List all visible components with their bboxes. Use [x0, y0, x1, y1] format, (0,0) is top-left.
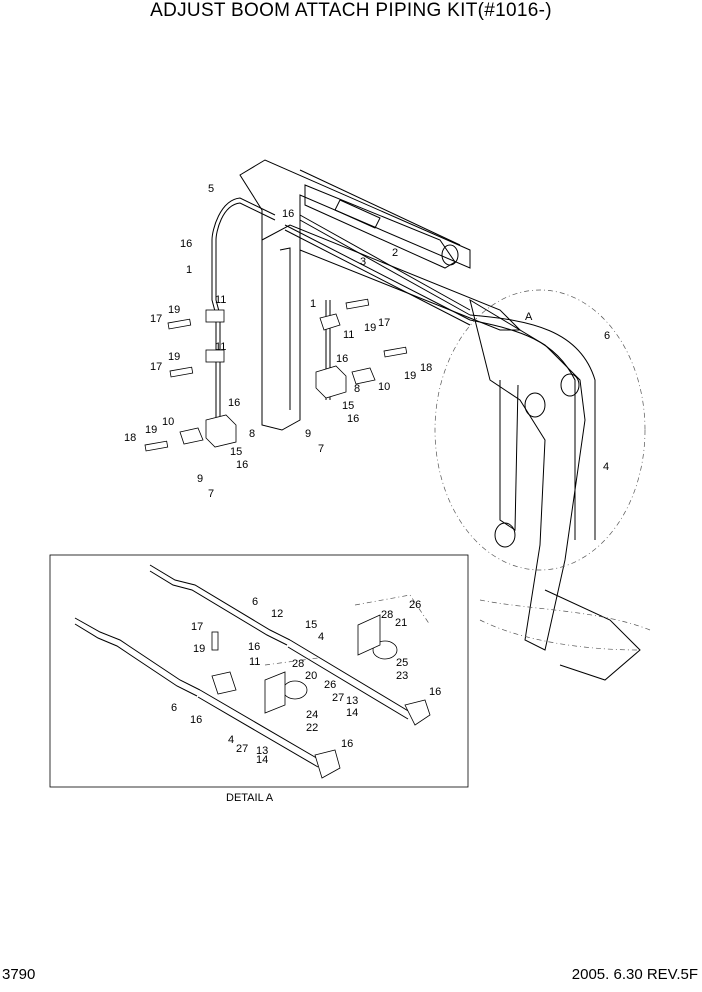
detail-a-drawing	[74, 564, 431, 779]
main-callout: 17	[150, 361, 162, 373]
main-callout: 9	[197, 473, 203, 485]
detail-callout: 27	[332, 692, 344, 704]
callouts-main: 5161611719111719111681910181516972311711…	[124, 183, 610, 500]
detail-callout: 22	[306, 722, 318, 734]
revision-date: 2005. 6.30 REV.5F	[571, 966, 698, 983]
main-callout: 8	[354, 383, 360, 395]
main-callout: 6	[604, 330, 610, 342]
detail-callout: 25	[396, 657, 408, 669]
view-a-label: A	[525, 311, 533, 323]
detail-callout: 28	[381, 609, 393, 621]
main-callout: 9	[305, 428, 311, 440]
main-callout: 15	[230, 446, 242, 458]
main-callout: 16	[180, 238, 192, 250]
detail-callout: 23	[396, 670, 408, 682]
detail-callout: 16	[190, 714, 202, 726]
main-callout: 15	[342, 400, 354, 412]
detail-callout: 13	[256, 745, 268, 757]
main-callout: 16	[347, 413, 359, 425]
main-callout: 8	[249, 428, 255, 440]
detail-callout: 17	[191, 621, 203, 633]
main-callout: 10	[162, 416, 174, 428]
main-callout: 19	[168, 351, 180, 363]
main-callout: 11	[215, 341, 226, 353]
detail-callout: 14	[256, 754, 268, 766]
detail-callout: 6	[252, 596, 258, 608]
main-callout: 3	[360, 256, 366, 268]
detail-a-frame	[49, 554, 469, 788]
main-callout: 17	[378, 317, 390, 329]
detail-a-boundary	[434, 289, 646, 571]
detail-callout: 26	[324, 679, 336, 691]
detail-callout: 13	[346, 695, 358, 707]
main-callout: 16	[228, 397, 240, 409]
main-callout: 19	[168, 304, 180, 316]
main-callout: 19	[145, 424, 157, 436]
detail-callout: 14	[346, 707, 358, 719]
detail-callout: 15	[305, 619, 317, 631]
detail-callout: 11	[249, 656, 260, 668]
main-callout: 16	[336, 353, 348, 365]
detail-callout: 12	[271, 608, 283, 620]
main-callout: 16	[236, 459, 248, 471]
detail-callout: 6	[171, 702, 177, 714]
main-callout: 7	[208, 488, 214, 500]
main-callout: 19	[364, 322, 376, 334]
page-number: 3790	[2, 966, 36, 983]
main-callout: 1	[186, 264, 192, 276]
detail-callout: 16	[429, 686, 441, 698]
main-callout: 16	[282, 208, 294, 220]
main-callout: 2	[392, 247, 398, 259]
main-callout: 19	[404, 370, 416, 382]
main-callout: 4	[603, 461, 609, 473]
detail-callout: 27	[236, 743, 248, 755]
detail-callout: 4	[228, 734, 234, 746]
main-callout: 11	[215, 294, 226, 306]
detail-callout: 16	[341, 738, 353, 750]
detail-callout: 4	[318, 631, 324, 643]
main-callout: 1	[310, 298, 316, 310]
detail-callout: 20	[305, 670, 317, 682]
detail-callout: 28	[292, 658, 304, 670]
page-title: ADJUST BOOM ATTACH PIPING KIT(#1016-)	[150, 0, 552, 21]
detail-callout: 16	[248, 641, 260, 653]
detail-a-caption: DETAIL A	[226, 792, 274, 804]
main-callout: 5	[208, 183, 214, 195]
main-callout: 18	[124, 432, 136, 444]
valve-blocks	[144, 298, 408, 452]
detail-callout: 21	[395, 617, 407, 629]
main-callout: 10	[378, 381, 390, 393]
main-callout: 18	[420, 362, 432, 374]
detail-callout: 26	[409, 599, 421, 611]
main-callout: 7	[318, 443, 324, 455]
piping	[211, 197, 596, 540]
detail-callout: 24	[306, 709, 318, 721]
main-callout: 17	[150, 313, 162, 325]
main-callout: 11	[343, 329, 354, 341]
arm-structure	[469, 298, 651, 681]
detail-callout: 19	[193, 643, 205, 655]
